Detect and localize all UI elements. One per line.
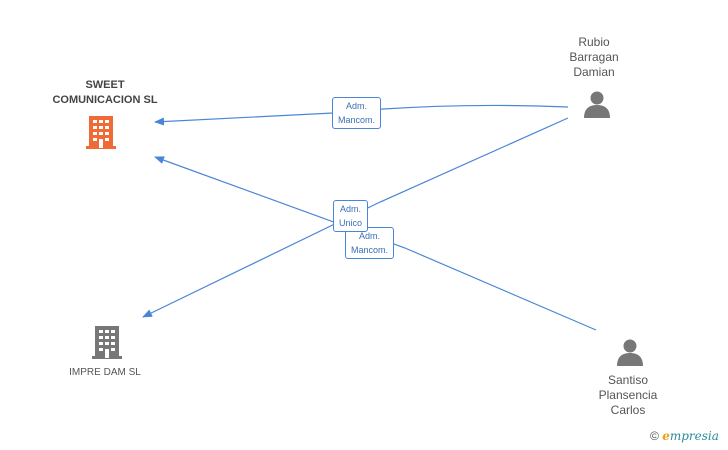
edge-label-santiso-sweet[interactable]: Adm. Mancom. (345, 227, 395, 259)
edge-label-type: Mancom. (338, 115, 376, 125)
edge-label-role: Adm. (346, 101, 368, 111)
company-sweet-name-line1: SWEET (85, 79, 125, 91)
building-icon[interactable] (92, 324, 122, 360)
person-icon[interactable] (615, 338, 645, 368)
company-impre-label[interactable]: IMPRE DAM SL (69, 367, 141, 378)
edge-label-type: Unico (339, 218, 363, 228)
person-rubio-line2: Barragan (569, 50, 619, 64)
edge-label-rubio-sweet[interactable]: Adm. Mancom. (332, 97, 382, 129)
copyright-symbol: © (650, 429, 659, 443)
person-rubio-label[interactable]: Rubio Barragan Damian (554, 35, 634, 80)
company-sweet-label[interactable]: SWEET COMUNICACION SL (30, 78, 180, 108)
brand-logo-e: e (662, 429, 670, 443)
person-santiso-label[interactable]: Santiso Plansencia Carlos (588, 373, 668, 418)
person-rubio-line3: Damian (573, 65, 615, 79)
building-icon[interactable] (86, 114, 116, 150)
person-rubio-line1: Rubio (578, 35, 610, 49)
edge-santiso-to-sweet (154, 156, 597, 331)
brand-watermark: © empresia (650, 429, 719, 443)
person-santiso-line2: Plansencia (598, 388, 658, 402)
edge-label-role: Adm. (359, 231, 381, 241)
brand-logo-text: mpresia (669, 429, 719, 443)
person-santiso-line1: Santiso (607, 373, 649, 387)
person-icon[interactable] (582, 90, 612, 120)
edge-rubio-to-impre (142, 117, 569, 318)
edge-label-rubio-impre[interactable]: Adm. Unico (333, 200, 369, 232)
person-santiso-line3: Carlos (610, 403, 646, 417)
company-sweet-name-line2: COMUNICACION SL (52, 94, 158, 106)
edge-label-type: Mancom. (351, 245, 389, 255)
edge-label-role: Adm. (340, 204, 362, 214)
